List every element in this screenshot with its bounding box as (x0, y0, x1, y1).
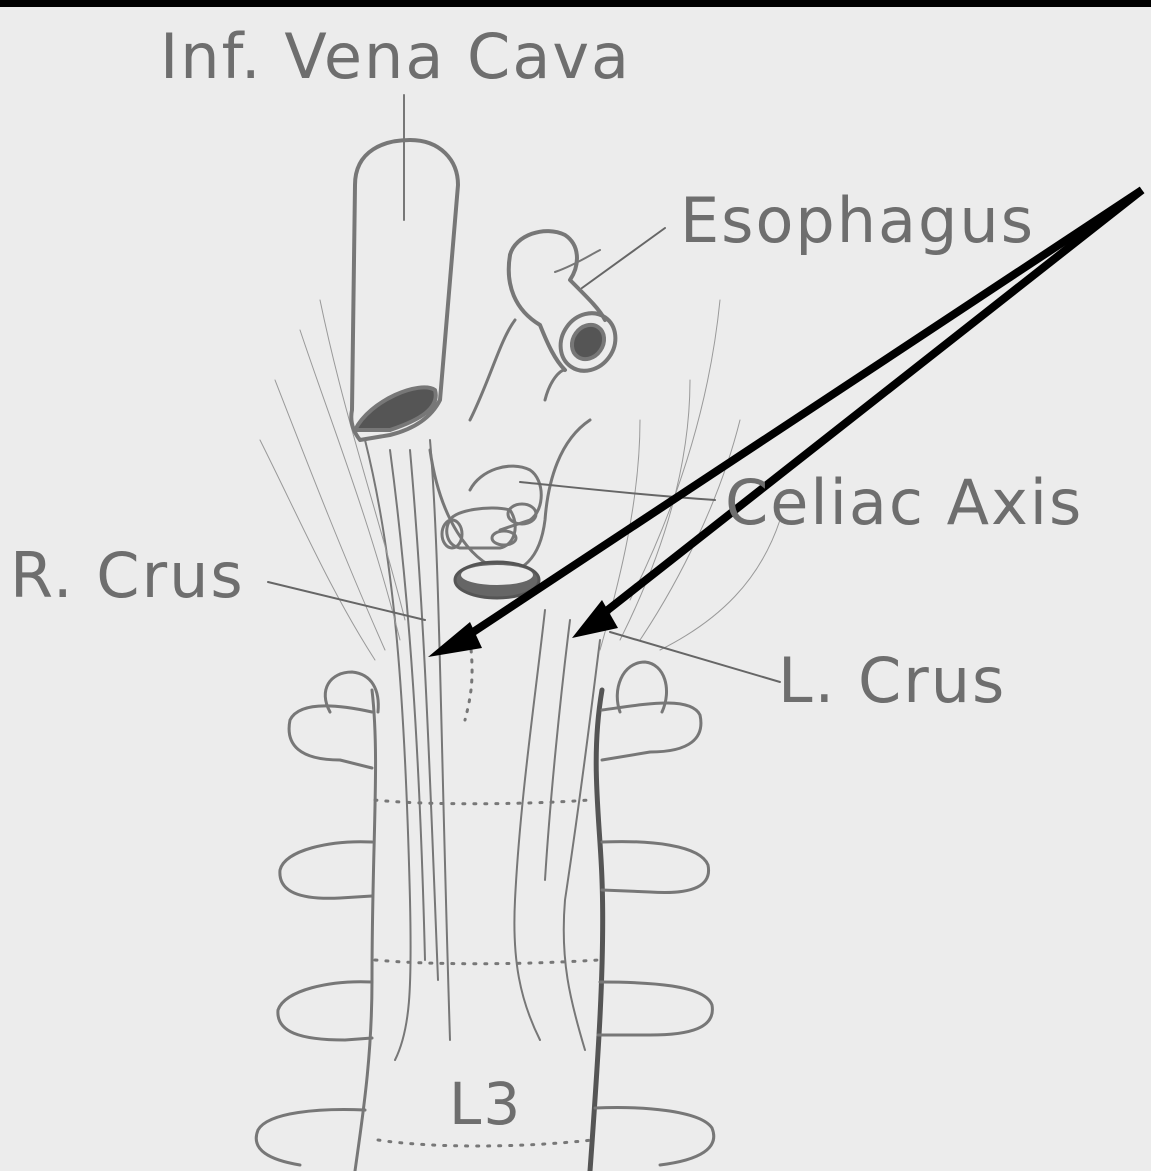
annotation-arrows (428, 190, 1142, 657)
label-left-crus: L. Crus (778, 650, 1006, 712)
esophagus-drawing (470, 231, 627, 420)
inferior-vena-cava-drawing (351, 95, 458, 440)
leader-lines (268, 228, 780, 682)
label-celiac-axis: Celiac Axis (725, 472, 1083, 534)
label-right-crus: R. Crus (10, 545, 245, 607)
celiac-axis-vessels (442, 466, 541, 548)
label-esophagus: Esophagus (680, 190, 1035, 252)
label-inferior-vena-cava: Inf. Vena Cava (160, 26, 631, 88)
label-vertebra-l3: L3 (449, 1075, 522, 1133)
left-crus-fibres (514, 300, 780, 1050)
arrow-to-right-crus (455, 190, 1142, 644)
